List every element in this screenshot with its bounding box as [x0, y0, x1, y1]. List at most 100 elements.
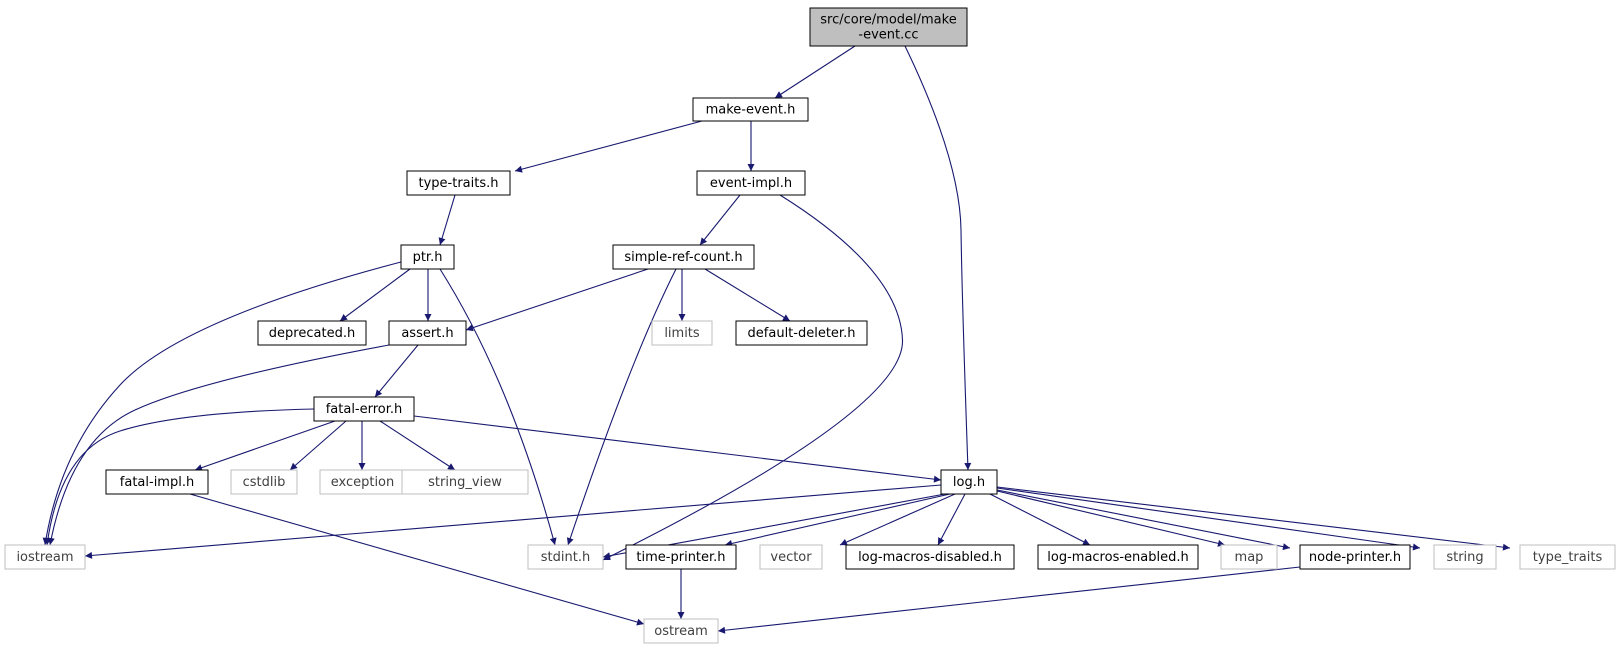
node-box [1433, 544, 1497, 570]
node-label: node-printer.h [1309, 550, 1401, 565]
node-stdint-h: stdint.h [527, 544, 604, 570]
edge-log-h-to-time-printer-h [724, 493, 951, 547]
edge-ptr-h-to-iostream [42, 261, 402, 546]
node-label: iostream [16, 550, 73, 565]
edge-log-h-to-iostream [84, 484, 942, 559]
edge-fatal-impl-h-to-ostream [189, 493, 645, 626]
node-ostream: ostream [643, 618, 719, 644]
node-box [612, 244, 755, 270]
node-box [940, 469, 998, 495]
node-fatal-impl-h[interactable]: fatal-impl.h [105, 469, 209, 495]
node-box [1037, 544, 1199, 570]
edge-log-h-to-string [996, 487, 1421, 551]
node-label: vector [770, 550, 812, 565]
node-log-macros-disabled-h[interactable]: log-macros-disabled.h [845, 544, 1015, 570]
node-simple-ref-count-h[interactable]: simple-ref-count.h [612, 244, 755, 270]
edge-log-h-to-node-printer-h [996, 489, 1291, 551]
node-box [692, 97, 809, 122]
edge-simple-ref-count-h-to-default-deleter-h [704, 268, 791, 322]
node-box [1299, 544, 1411, 570]
node-label: fatal-error.h [326, 402, 403, 417]
edge-log-h-to-log-macros-enabled-h [989, 493, 1091, 546]
node-box [4, 544, 86, 570]
edge-make-event-h-to-type-traits-h [514, 120, 703, 173]
node-vector: vector [759, 544, 823, 570]
edge-assert-h-to-fatal-error-h [374, 344, 419, 398]
node-box [651, 320, 713, 346]
node-label: string_view [428, 475, 502, 490]
edge-fatal-error-h-to-log-h [413, 415, 942, 483]
edge-log-h-to-log-macros-disabled-h [937, 493, 966, 546]
node-assert-h[interactable]: assert.h [388, 320, 467, 346]
node-log-macros-enabled-h[interactable]: log-macros-enabled.h [1037, 544, 1199, 570]
node-label: exception [331, 475, 395, 490]
node-label: log-macros-enabled.h [1047, 550, 1188, 565]
node-default-deleter-h[interactable]: default-deleter.h [735, 320, 868, 346]
node-cstdlib: cstdlib [230, 469, 298, 495]
node-label: ostream [654, 624, 708, 639]
node-label: map [1235, 550, 1264, 565]
dependency-edges [42, 45, 1511, 634]
node-exception: exception [319, 469, 406, 495]
edge-ptr-h-to-deprecated-h [339, 268, 411, 322]
node-label: ptr.h [413, 250, 443, 265]
edge-fatal-error-h-to-fatal-impl-h [194, 420, 336, 471]
node-label: stdint.h [541, 550, 590, 565]
node-label: src/core/model/make [820, 13, 956, 28]
node-label: time-printer.h [636, 550, 725, 565]
edge-fatal-error-h-to-string-view [379, 420, 456, 471]
node-box [759, 544, 823, 570]
node-label: event-impl.h [710, 176, 792, 191]
node-event-impl-h[interactable]: event-impl.h [696, 170, 806, 196]
node-label: deprecated.h [269, 326, 355, 341]
node-label: cstdlib [243, 475, 286, 490]
node-fatal-error-h[interactable]: fatal-error.h [313, 396, 415, 422]
node-box [230, 469, 298, 495]
node-box [105, 469, 209, 495]
node-type-traits-h[interactable]: type-traits.h [406, 170, 511, 196]
node-deprecated-h[interactable]: deprecated.h [257, 320, 367, 346]
node-box [313, 396, 415, 422]
node-box [319, 469, 406, 495]
node-string-view: string_view [401, 469, 529, 495]
node-node-printer-h[interactable]: node-printer.h [1299, 544, 1411, 570]
edge-fatal-error-h-to-cstdlib [289, 420, 347, 471]
node-iostream: iostream [4, 544, 86, 570]
edge-assert-h-to-iostream [47, 344, 390, 546]
node-label: -event.cc [858, 28, 918, 43]
node-limits: limits [651, 320, 713, 346]
node-make-event-h[interactable]: make-event.h [692, 97, 809, 122]
node-label: assert.h [401, 326, 453, 341]
node-box [527, 544, 604, 570]
node-label: make-event.h [706, 103, 796, 118]
file-nodes: src/core/model/make-event.cc make-event.h… [4, 7, 1616, 644]
node-box [735, 320, 868, 346]
edge-node-printer-h-to-ostream [717, 566, 1301, 634]
node-box [643, 618, 719, 644]
node-log-h[interactable]: log.h [940, 469, 998, 495]
edge-fatal-error-h-to-iostream [44, 408, 315, 546]
edge-log-h-to-type-traits [996, 486, 1511, 551]
node-string: string [1433, 544, 1497, 570]
node-label: log.h [953, 475, 985, 490]
edge-ptr-h-to-stdint-h [439, 268, 557, 546]
node-make-event-cc[interactable]: src/core/model/make-event.cc [809, 7, 968, 47]
node-box [257, 320, 367, 346]
node-box [1220, 544, 1278, 570]
node-box [406, 170, 511, 196]
node-label: simple-ref-count.h [624, 250, 742, 265]
node-box [696, 170, 806, 196]
edge-event-impl-h-to-simple-ref-count-h [699, 194, 741, 246]
edge-log-h-to-map [996, 490, 1226, 547]
node-ptr-h[interactable]: ptr.h [400, 244, 455, 270]
node-time-printer-h[interactable]: time-printer.h [625, 544, 737, 570]
edge-simple-ref-count-h-to-stdint-h [566, 268, 677, 546]
node-box [401, 469, 529, 495]
edge-log-h-to-vector [839, 493, 956, 546]
node-box [1519, 544, 1616, 570]
node-box [388, 320, 467, 346]
node-label: limits [664, 326, 700, 341]
node-label: default-deleter.h [748, 326, 856, 341]
edge-make-event-cc-to-log-h [904, 45, 972, 471]
